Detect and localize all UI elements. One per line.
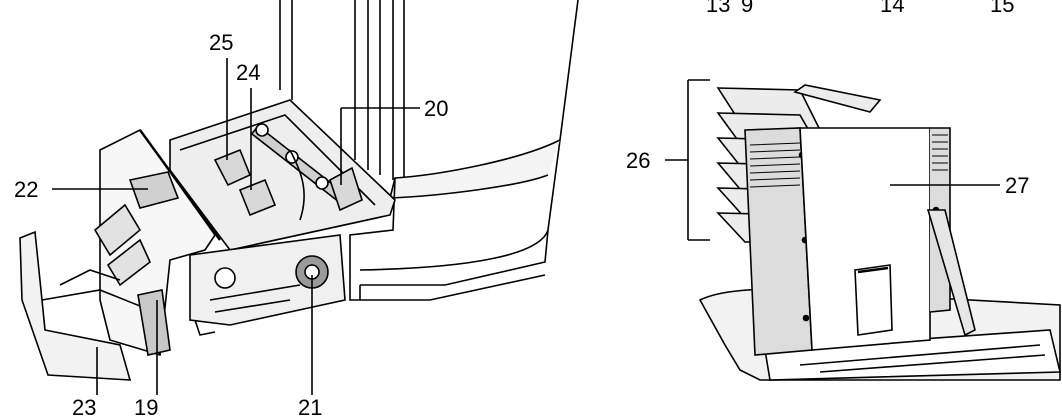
label-26: 26 <box>626 148 650 173</box>
gear-small <box>214 267 236 289</box>
body-lower-curve <box>359 229 549 271</box>
screw-c <box>802 314 810 322</box>
label-27: 27 <box>1005 173 1029 198</box>
label-13: 13 <box>706 0 730 17</box>
door-frame-lines <box>279 0 405 190</box>
label-21: 21 <box>298 395 322 420</box>
mechanism-rails <box>209 284 301 313</box>
label-25: 25 <box>209 30 233 55</box>
tray-ridge <box>59 269 121 286</box>
label-23: 23 <box>72 395 96 420</box>
side-vents <box>749 142 801 188</box>
left-leader-lines <box>52 58 420 395</box>
roller-end-c <box>315 176 329 190</box>
label-14: 14 <box>880 0 904 17</box>
finisher-unit-illustration <box>19 0 579 381</box>
lever-25 <box>213 148 252 187</box>
body-base-edge <box>360 274 546 301</box>
paper-path-line <box>289 149 305 221</box>
label-19: 19 <box>134 395 158 420</box>
knob-20 <box>329 166 363 212</box>
door-handle-grip <box>857 266 889 274</box>
roller-end-a <box>255 123 269 137</box>
side-arm <box>926 209 976 337</box>
label-22: 22 <box>14 177 38 202</box>
lever-24 <box>238 178 277 217</box>
door-handle-slot <box>854 264 893 336</box>
part-19 <box>137 289 171 356</box>
door-edge-vents <box>932 134 948 171</box>
mechanism-foot <box>194 319 216 336</box>
main-body-right-edge <box>360 0 579 286</box>
body-ledge <box>388 139 561 199</box>
label-15: 15 <box>990 0 1014 17</box>
bin-bracket-26 <box>665 79 710 241</box>
base-tray-lines <box>799 344 1046 373</box>
label-24: 24 <box>236 60 260 85</box>
top-bin-rear <box>793 84 882 113</box>
tray-23 <box>19 230 132 381</box>
front-door-27 <box>799 127 931 351</box>
body-front-panel <box>349 177 396 301</box>
drawer-top-edge <box>139 129 221 241</box>
label-9: 9 <box>741 0 753 17</box>
handle-22 <box>128 171 180 209</box>
label-20: 20 <box>424 96 448 121</box>
drawer-fold-a <box>93 203 142 257</box>
mailbox-unit-illustration <box>698 84 1062 381</box>
